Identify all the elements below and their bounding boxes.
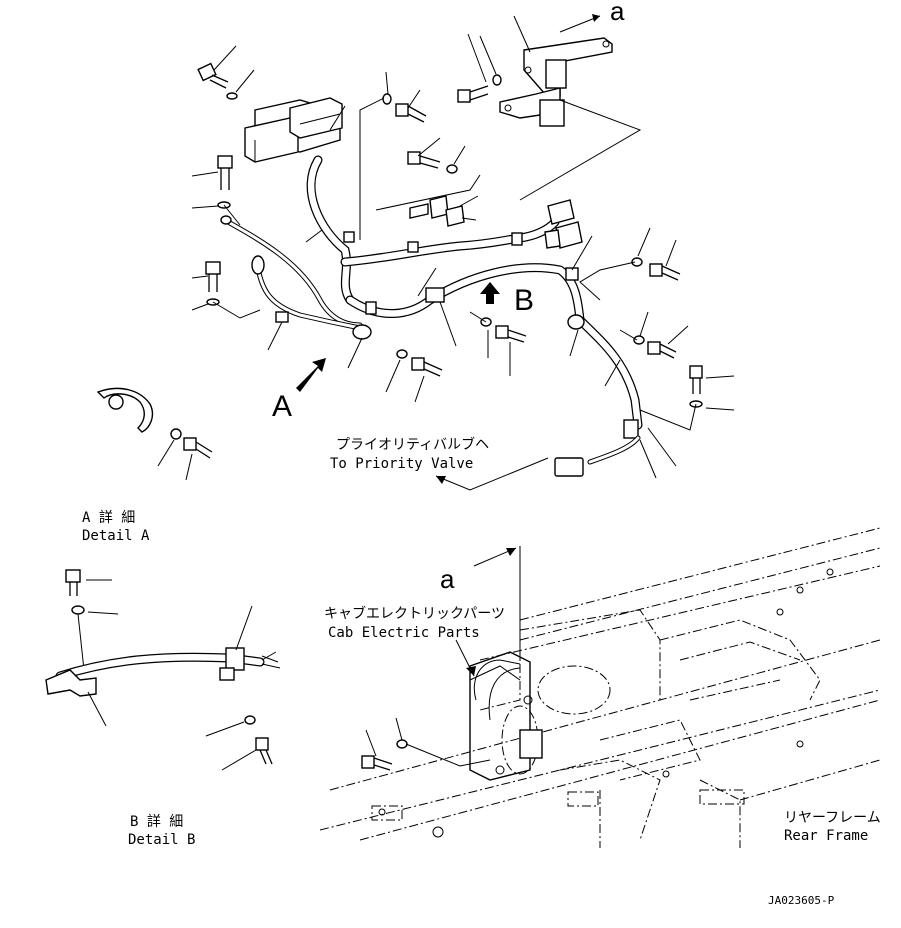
mounting-bracket <box>499 37 613 127</box>
rear-frame-bolt <box>361 755 393 771</box>
view-arrow-a: A <box>272 358 326 423</box>
leader-lines <box>191 15 735 479</box>
bolt-7 <box>649 263 681 281</box>
relay-block <box>244 97 343 163</box>
bolt-1 <box>197 62 229 89</box>
harness-clamps <box>275 231 639 439</box>
cab-electric-label-jp: キャブエレクトリックパーツ <box>324 605 505 622</box>
view-b-label: B <box>514 284 534 317</box>
detail-b-bolt-bottom <box>255 737 273 765</box>
detail-b-drawing <box>45 569 281 771</box>
detail-b-label-en: Detail B <box>128 832 195 848</box>
bolt-9 <box>689 365 703 394</box>
rear-frame-label-jp: リヤーフレーム <box>784 810 881 826</box>
assembly-lines <box>212 97 697 431</box>
priority-valve-callout: プライオリティバルブヘ To Priority Valve <box>330 436 549 491</box>
arrow-a-bottom-label: a <box>440 564 455 594</box>
harness-main-trunk <box>306 155 643 430</box>
bolt-10 <box>495 325 527 343</box>
detail-a-drawing <box>96 387 213 481</box>
bolt-4 <box>457 85 489 103</box>
detail-b-label-jp: B 詳 細 <box>130 814 183 830</box>
main-harness-assembly <box>191 15 735 479</box>
bolt-2 <box>217 155 233 190</box>
drawing-number: JA023605-P <box>768 894 835 907</box>
bolts-and-washers <box>197 62 703 408</box>
cab-electric-label-en: Cab Electric Parts <box>328 625 480 641</box>
detail-b-bolt-top <box>65 569 81 596</box>
detail-a-bolt <box>183 437 213 459</box>
bolt-6 <box>407 151 441 169</box>
arrow-a-top-label: a <box>610 0 625 26</box>
view-a-label: A <box>272 390 292 423</box>
detail-a-label-en: Detail A <box>82 528 150 544</box>
rear-frame-drawing <box>319 527 881 848</box>
detail-a-label-jp: A 詳 細 <box>82 510 135 526</box>
priority-valve-label-jp: プライオリティバルブヘ <box>336 436 489 453</box>
ground-wires <box>220 215 363 331</box>
bolt-3 <box>205 261 221 292</box>
priority-valve-connector <box>554 435 641 477</box>
rear-frame-label-en: Rear Frame <box>784 828 868 844</box>
connectors <box>409 195 583 249</box>
view-arrow-b: B <box>480 282 534 317</box>
priority-valve-label-en: To Priority Valve <box>330 456 473 472</box>
bolt-11 <box>411 357 443 377</box>
bolt-8 <box>647 341 677 359</box>
bolt-5 <box>395 103 427 123</box>
reference-arrow-a-top: a <box>559 0 625 33</box>
